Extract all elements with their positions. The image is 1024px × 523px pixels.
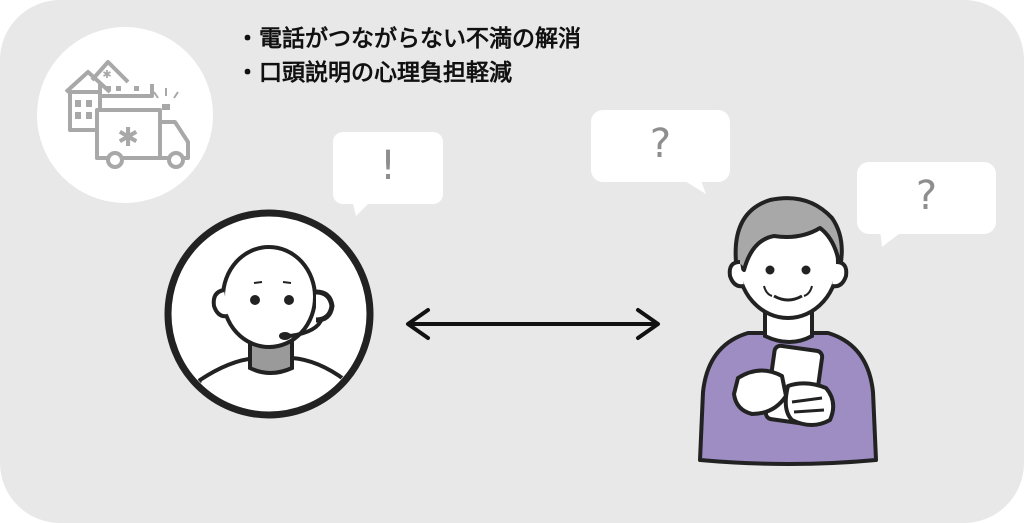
elderly-person-smartphone-icon [700,198,876,464]
hospital-ambulance-icon: ✱ ✱ [37,27,213,203]
exclamation-mark: ! [333,146,443,186]
svg-text:✱: ✱ [102,68,111,81]
question-mark-2: ? [857,176,996,216]
double-arrow-icon [408,310,658,338]
question-mark-1: ? [591,124,730,164]
svg-text:✱: ✱ [117,123,139,153]
operator-headset-icon [168,213,370,430]
